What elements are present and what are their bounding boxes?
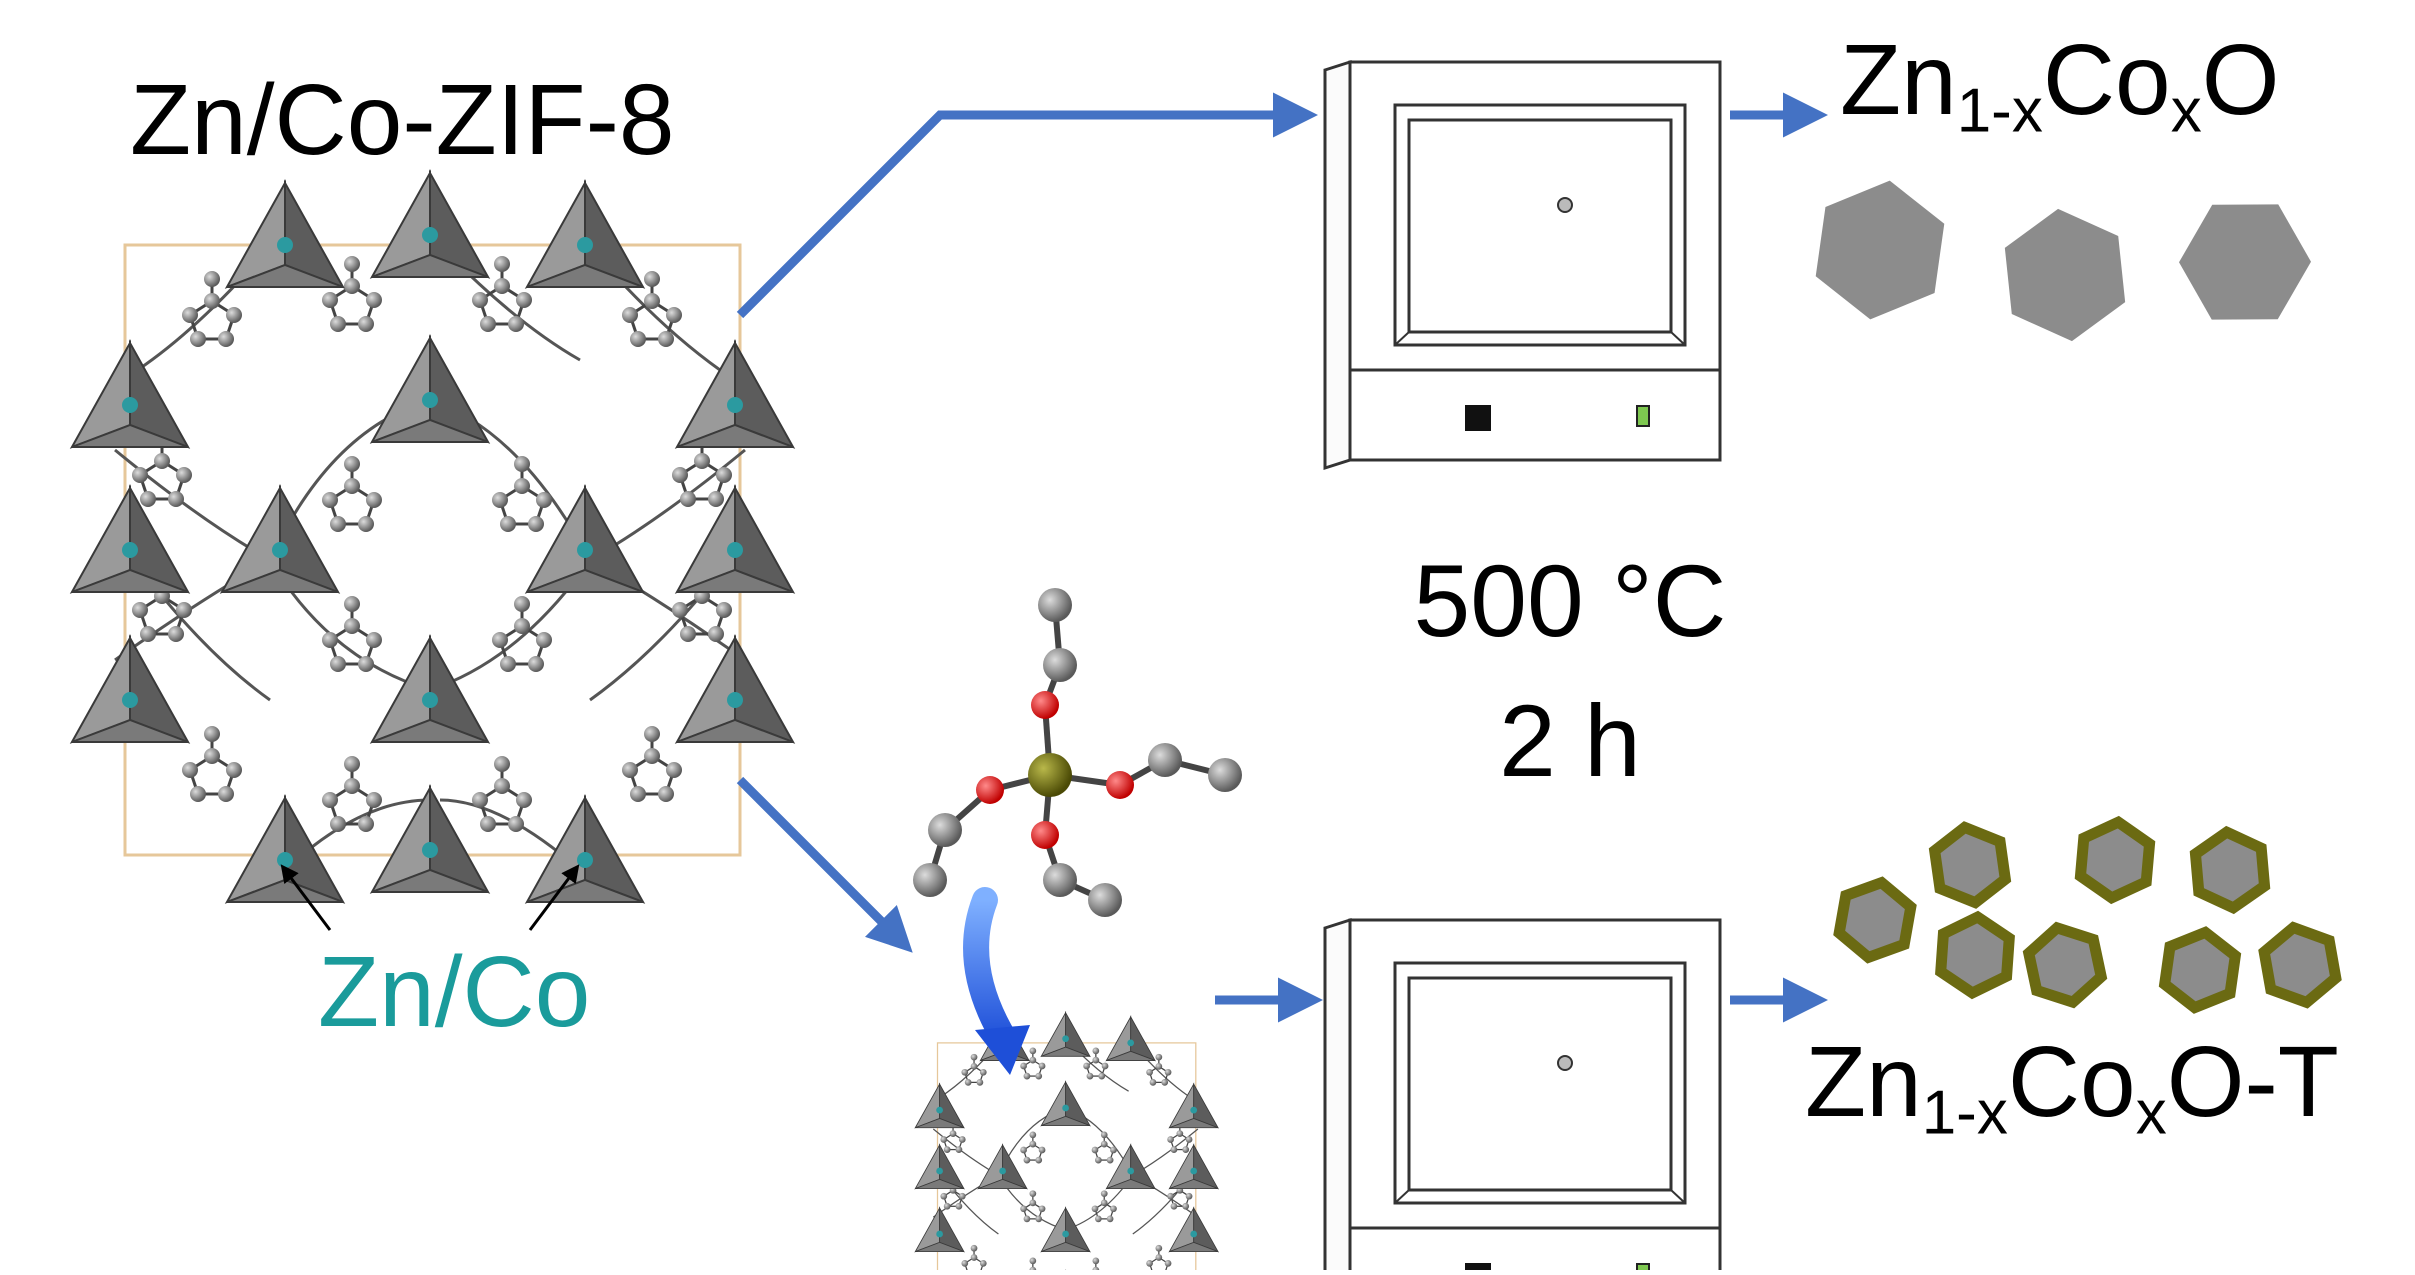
formula-o-t: O-T bbox=[2166, 1026, 2339, 1138]
small-zif8-framework bbox=[915, 1013, 1218, 1270]
furnace-icon bbox=[1323, 60, 1722, 470]
product-particles-core-shell bbox=[1836, 819, 2339, 1012]
metal-site-label: Zn/Co bbox=[318, 936, 591, 1048]
product-particles-solid bbox=[1810, 172, 2328, 349]
formula-o: O bbox=[2201, 24, 2280, 136]
product-label-bottom: Zn1-xCoxO-T bbox=[1805, 1032, 2339, 1144]
formula-co: Co bbox=[2042, 24, 2171, 136]
product-label-top: Zn1-xCoxO bbox=[1840, 30, 2279, 142]
formula-sub-x: x bbox=[2170, 76, 2202, 146]
formula-co: Co bbox=[2007, 1026, 2136, 1138]
formula-sub-x: x bbox=[2135, 1078, 2167, 1148]
formula-zn: Zn bbox=[1805, 1026, 1922, 1138]
condition-time: 2 h bbox=[1499, 684, 1641, 798]
infiltration-arrow-icon bbox=[963, 887, 1030, 1075]
formula-sub-1mx: 1-x bbox=[1956, 76, 2043, 146]
process-arrow-icon bbox=[736, 92, 1828, 1023]
formula-zn: Zn bbox=[1840, 24, 1957, 136]
furnace-icon bbox=[1323, 918, 1722, 1275]
zif8-framework bbox=[72, 173, 793, 902]
znco-pointer-arrows bbox=[280, 864, 580, 931]
formula-sub-1mx: 1-x bbox=[1921, 1078, 2008, 1148]
metal-alkoxide-molecule-icon bbox=[913, 588, 1242, 917]
condition-temperature: 500 °C bbox=[1413, 544, 1727, 658]
framework-title: Zn/Co-ZIF-8 bbox=[130, 64, 675, 176]
